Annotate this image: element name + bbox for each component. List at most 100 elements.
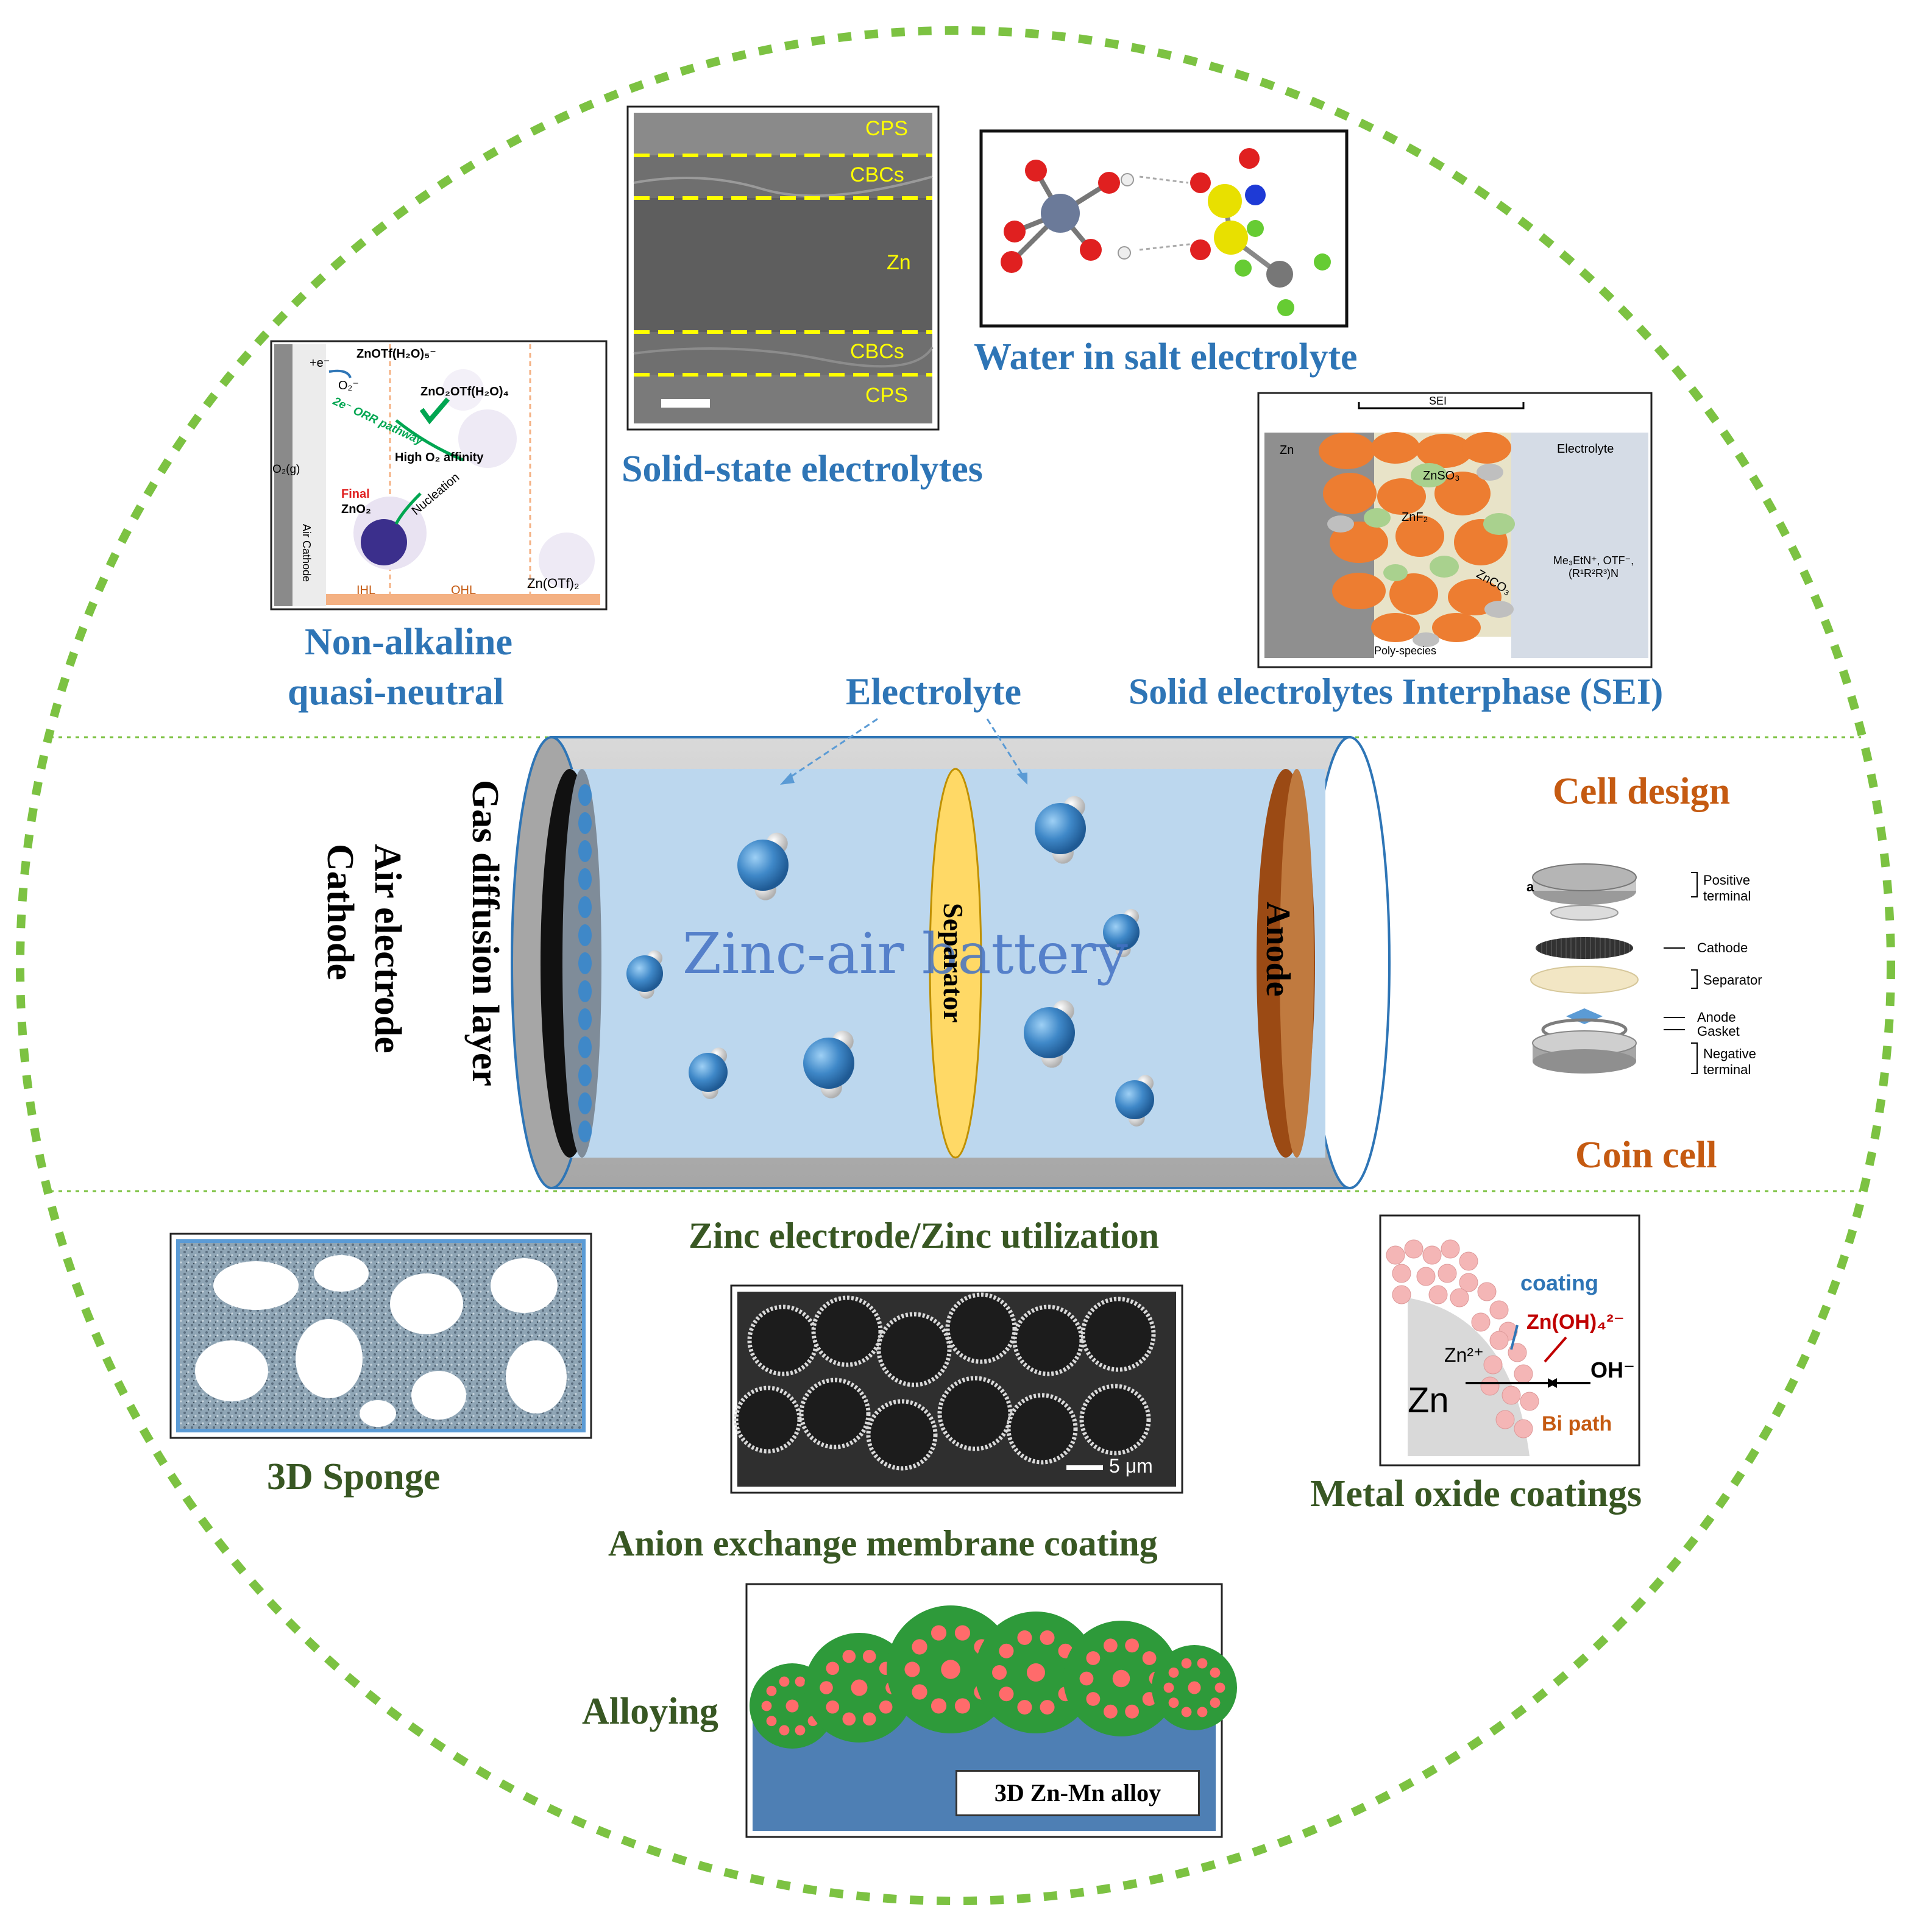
alloy-pore bbox=[1210, 1697, 1221, 1708]
alloy-pore bbox=[1210, 1667, 1221, 1678]
coating-bead bbox=[1441, 1239, 1460, 1259]
anode-label: Anode bbox=[1259, 902, 1297, 997]
water-molecule bbox=[689, 1047, 728, 1099]
alloy-name-box: 3D Zn-Mn alloy bbox=[956, 1770, 1200, 1816]
cathode-pore bbox=[578, 868, 592, 890]
alloy-pore bbox=[761, 1700, 772, 1711]
coating-bead bbox=[1502, 1385, 1521, 1405]
alloy-pore bbox=[1197, 1707, 1208, 1718]
alloy-pore bbox=[1197, 1658, 1208, 1669]
water-in-salt-label: Water in salt electrolyte bbox=[974, 336, 1358, 378]
membrane-tube bbox=[734, 1385, 802, 1454]
sei-particle bbox=[1432, 613, 1481, 642]
coating-bead bbox=[1428, 1285, 1448, 1304]
water-molecule bbox=[1103, 908, 1140, 958]
alloy-pore bbox=[820, 1681, 833, 1694]
alloy-pore bbox=[1040, 1630, 1055, 1645]
sponge-image bbox=[169, 1233, 592, 1439]
alloy-pore bbox=[1086, 1651, 1101, 1665]
coin-part-a: a bbox=[1526, 879, 1534, 894]
sei-particle bbox=[1484, 601, 1514, 618]
alloy-pore bbox=[826, 1661, 840, 1675]
membrane-tube bbox=[866, 1399, 938, 1471]
water-molecule bbox=[737, 832, 789, 901]
alloy-pore bbox=[766, 1685, 777, 1696]
coating-bead bbox=[1483, 1355, 1503, 1375]
alloy-pore bbox=[862, 1712, 876, 1726]
alloy-pore bbox=[1040, 1700, 1055, 1715]
sei-inset-znf2: ZnF₂ bbox=[1402, 511, 1428, 524]
coin-part-positive: Positive terminal bbox=[1703, 872, 1751, 904]
cathode-pore bbox=[578, 784, 592, 806]
non-alkaline-label-line1: Non-alkaline bbox=[305, 621, 513, 663]
coating-bead bbox=[1422, 1245, 1442, 1265]
air-electrode-label-line1: Air electrode bbox=[367, 844, 408, 1053]
inset-znotf2: Zn(OTf)₂ bbox=[527, 576, 580, 591]
sei-inset-electrolyte: Electrolyte bbox=[1557, 442, 1614, 456]
alloy-dome bbox=[1152, 1645, 1237, 1730]
sei-particle bbox=[1377, 478, 1426, 515]
alloy-pore bbox=[862, 1649, 876, 1663]
coating-bead bbox=[1495, 1410, 1515, 1429]
sei-particle bbox=[1319, 433, 1375, 469]
membrane-tube bbox=[799, 1378, 871, 1449]
layer-label-zn: Zn bbox=[887, 251, 911, 274]
water-molecule bbox=[1115, 1075, 1154, 1127]
alloy-dome bbox=[975, 1612, 1097, 1733]
coating-bead bbox=[1477, 1282, 1497, 1301]
oxide-zn2-text: Zn²⁺ bbox=[1444, 1344, 1484, 1366]
metal-oxide-coating-image bbox=[1379, 1214, 1640, 1467]
zinc-air-battery-diagram bbox=[511, 718, 1391, 1189]
coating-bead bbox=[1392, 1285, 1411, 1304]
alloy-pore bbox=[842, 1649, 856, 1663]
sei-inset-znso3: ZnSO₃ bbox=[1423, 469, 1460, 483]
cathode-pore bbox=[578, 1008, 592, 1030]
oxide-bi-text: Bi path bbox=[1542, 1412, 1612, 1435]
alloy-pore bbox=[1017, 1700, 1032, 1715]
cell-design-label: Cell design bbox=[1553, 771, 1731, 812]
membrane-sem-image bbox=[730, 1284, 1183, 1494]
separator-label: Separator bbox=[938, 902, 969, 1023]
coating-bead bbox=[1514, 1364, 1533, 1384]
alloy-pore bbox=[795, 1676, 806, 1687]
non-alkaline-label-line2: quasi-neutral bbox=[288, 671, 504, 713]
alloy-pore bbox=[1125, 1704, 1140, 1719]
sei-particle bbox=[1395, 515, 1444, 557]
solid-state-sem-image bbox=[626, 105, 940, 431]
coin-part-negative: Negative terminal bbox=[1703, 1046, 1756, 1077]
cathode-pore bbox=[578, 1036, 592, 1058]
air-electrode-label-line2: Cathode bbox=[319, 844, 361, 980]
alloy-pore bbox=[842, 1712, 856, 1726]
oxide-coating-text: coating bbox=[1520, 1270, 1599, 1295]
water-molecule bbox=[1024, 1000, 1075, 1068]
electrolyte-label: Electrolyte bbox=[846, 671, 1022, 713]
coating-bead bbox=[1416, 1267, 1436, 1286]
inset-zno2otf: ZnO₂OTf(H₂O)₄ bbox=[420, 385, 509, 398]
coating-bead bbox=[1438, 1264, 1457, 1283]
alloy-pore bbox=[766, 1716, 777, 1727]
sei-inset-sei: SEI bbox=[1429, 395, 1447, 407]
membrane-tube bbox=[1080, 1297, 1156, 1372]
alloy-pore bbox=[1103, 1638, 1118, 1653]
alloy-pore bbox=[1079, 1671, 1094, 1686]
coin-part-anode: Anode bbox=[1697, 1010, 1736, 1025]
coating-bead bbox=[1480, 1376, 1500, 1396]
alloy-pore bbox=[954, 1698, 971, 1714]
alloy-pore bbox=[1142, 1651, 1157, 1665]
coating-bead bbox=[1392, 1264, 1411, 1283]
alloy-pore bbox=[1181, 1658, 1192, 1669]
coating-bead bbox=[1514, 1419, 1533, 1438]
battery-title: Zinc-air battery bbox=[682, 921, 1128, 986]
alloy-pore bbox=[931, 1698, 947, 1714]
cathode-pore bbox=[578, 1092, 592, 1114]
sei-particle bbox=[1430, 556, 1459, 578]
layer-label-cbcs-top: CBCs bbox=[850, 163, 904, 186]
cathode-pore bbox=[578, 1120, 592, 1142]
alloy-pore bbox=[1163, 1682, 1174, 1693]
alloy-pore bbox=[912, 1684, 927, 1700]
coin-cell-label: Coin cell bbox=[1575, 1134, 1717, 1176]
water-molecules bbox=[626, 796, 1154, 1127]
coin-part-cathode: Cathode bbox=[1697, 940, 1748, 955]
sei-particle bbox=[1371, 432, 1420, 464]
